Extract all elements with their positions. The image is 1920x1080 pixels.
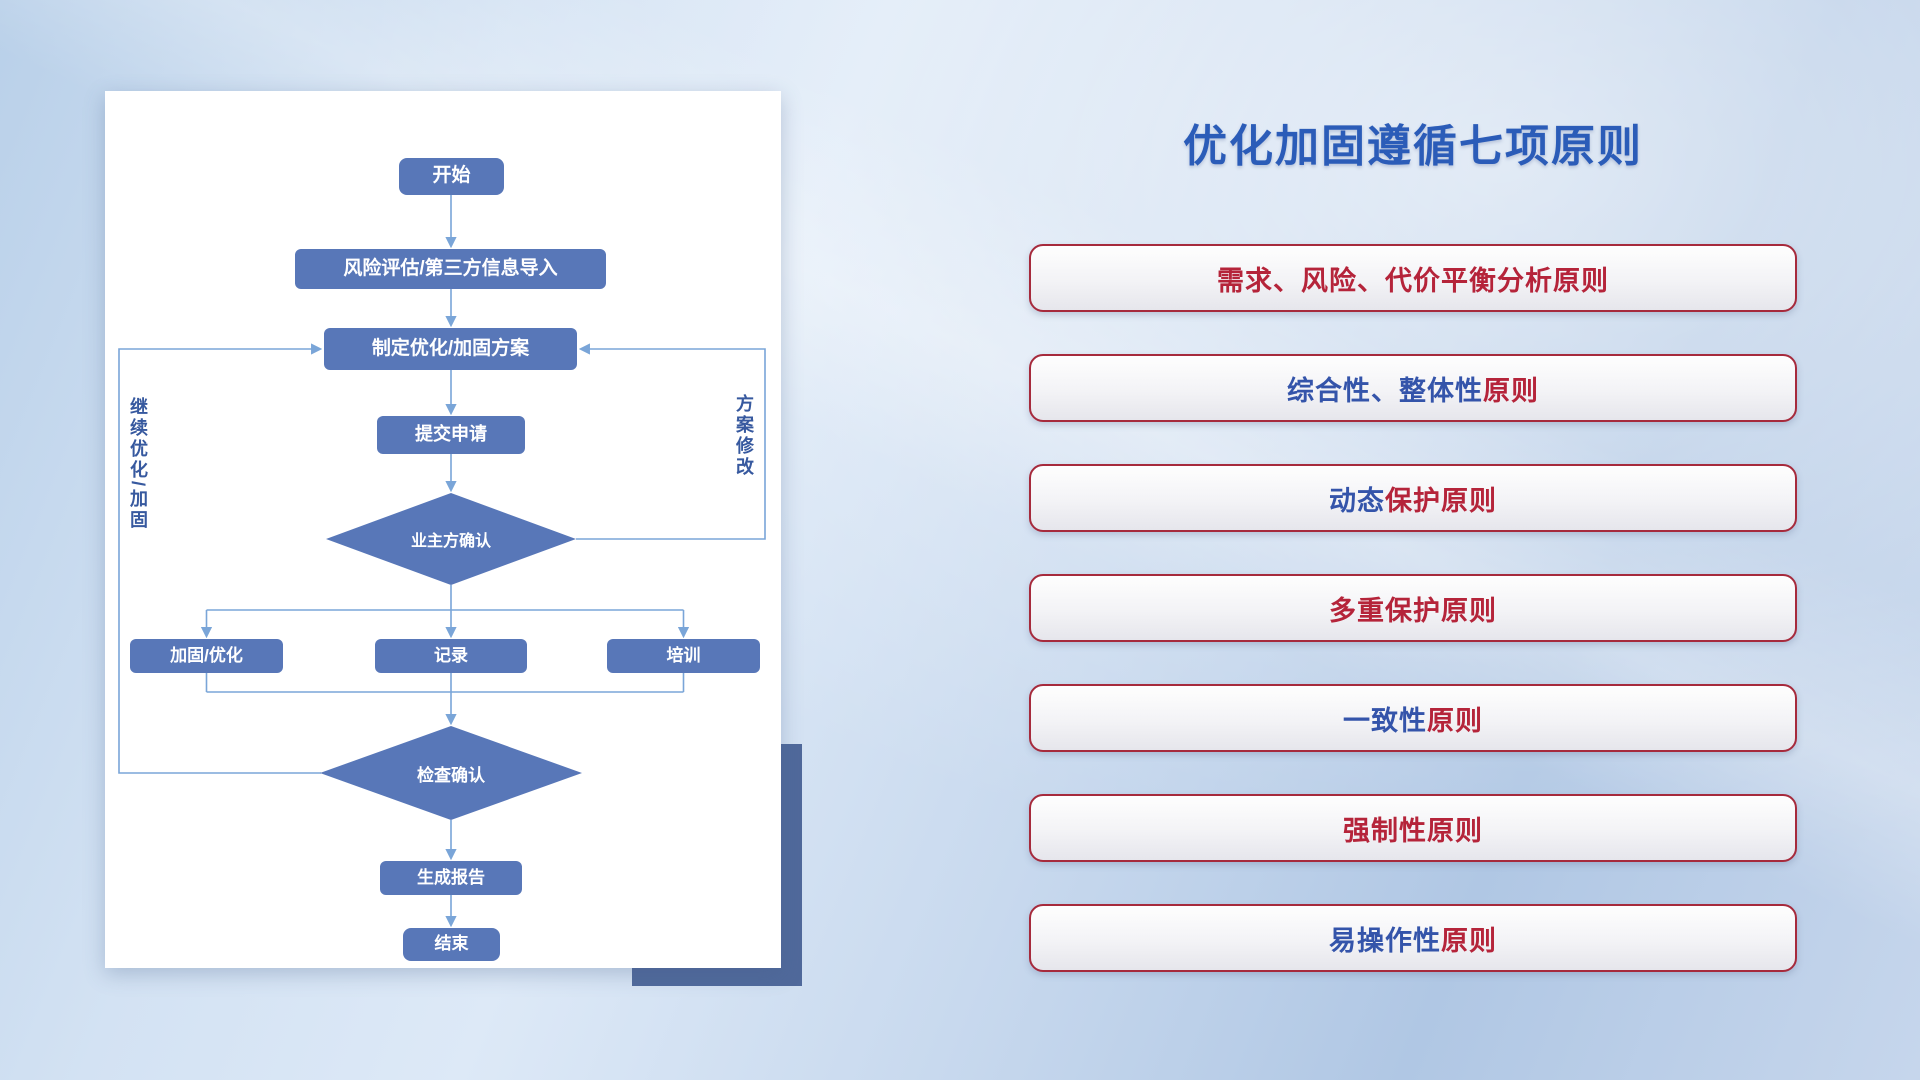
principle-text-segment: 一致性 [1343,705,1427,736]
principle-text-segment: 综合性、整体性 [1287,375,1483,406]
flow-node-submit: 提交申请 [377,416,525,454]
principle-item-5: 一致性原则 [1029,684,1797,752]
principle-text-segment: 原则 [1427,705,1483,736]
flow-connectors [118,195,766,928]
principle-text-segment: 保护原则 [1385,485,1497,516]
principle-text-segment: 动态 [1329,485,1385,516]
principle-item-2: 综合性、整体性原则 [1029,354,1797,422]
flow-node-make-plan: 制定优化/加固方案 [324,328,577,370]
flow-edge-label-continue-optimize: 继续优化/加固 [128,397,148,532]
flow-node-start: 开始 [399,158,504,195]
flow-node-risk-import: 风险评估/第三方信息导入 [295,249,606,289]
flow-node-harden-optimize: 加固/优化 [130,639,283,673]
principle-text-segment: 强制性原则 [1343,815,1483,846]
flow-node-end: 结束 [403,928,500,961]
principle-item-1: 需求、风险、代价平衡分析原则 [1029,244,1797,312]
principle-item-7: 易操作性原则 [1029,904,1797,972]
principle-item-4: 多重保护原则 [1029,574,1797,642]
flowchart-panel: 开始 风险评估/第三方信息导入 制定优化/加固方案 提交申请 业主方确认 加固/… [105,91,781,968]
principle-text-segment: 多重保护原则 [1329,595,1497,626]
principle-text-segment: 易操作性 [1329,925,1441,956]
principle-item-3: 动态保护原则 [1029,464,1797,532]
flow-node-record: 记录 [375,639,527,673]
flow-node-training: 培训 [607,639,760,673]
page-title: 优化加固遵循七项原则 [1183,122,1643,171]
principle-item-6: 强制性原则 [1029,794,1797,862]
principle-text-segment: 原则 [1483,375,1539,406]
principles-list: 需求、风险、代价平衡分析原则 综合性、整体性原则 动态保护原则 多重保护原则 一… [1029,244,1797,972]
principle-text-segment: 原则 [1441,925,1497,956]
flow-edge-label-plan-revise: 方案修改 [734,394,754,478]
flow-node-report: 生成报告 [380,861,522,895]
principle-text-segment: 需求、风险、代价平衡分析原则 [1217,265,1609,296]
